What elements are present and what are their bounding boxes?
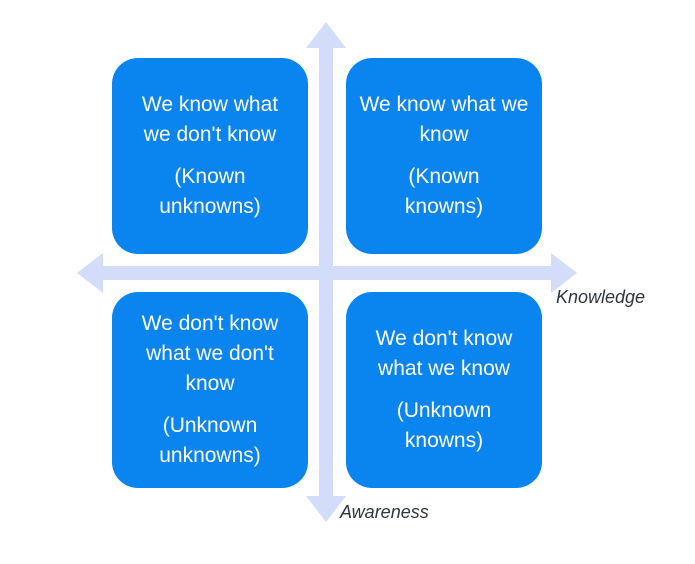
horizontal-axis-left-arrow [77, 253, 103, 293]
vertical-axis-up-arrow [306, 22, 346, 48]
quadrant-sub-text: (Known knowns) [404, 165, 484, 218]
horizontal-axis-line [98, 266, 558, 280]
quadrant-sub-text: (Unknown knowns) [396, 399, 492, 452]
quadrant-known-unknowns: We know what we don't know (Known unknow… [112, 58, 308, 254]
knowledge-axis-label: Knowledge [556, 287, 646, 307]
quadrant-main-text: We don't know what we don't know [141, 312, 279, 395]
quadrant-known-knowns: We know what we know (Known knowns) [346, 58, 542, 254]
vertical-axis-down-arrow [306, 496, 346, 522]
quadrant-main-text: We know what we know [359, 93, 529, 146]
quadrant-unknown-knowns: We don't know what we know (Unknown know… [346, 292, 542, 488]
awareness-axis-label: Awareness [340, 502, 429, 522]
quadrant-main-text: We don't know what we know [375, 327, 513, 380]
horizontal-axis-right-arrow [551, 253, 577, 293]
quadrant-unknown-unknowns: We don't know what we don't know (Unknow… [112, 292, 308, 488]
quadrant-main-text: We know what we don't know [141, 93, 279, 146]
quadrant-sub-text: (Unknown unknowns) [159, 414, 261, 467]
quadrant-sub-text: (Known unknowns) [159, 165, 261, 218]
